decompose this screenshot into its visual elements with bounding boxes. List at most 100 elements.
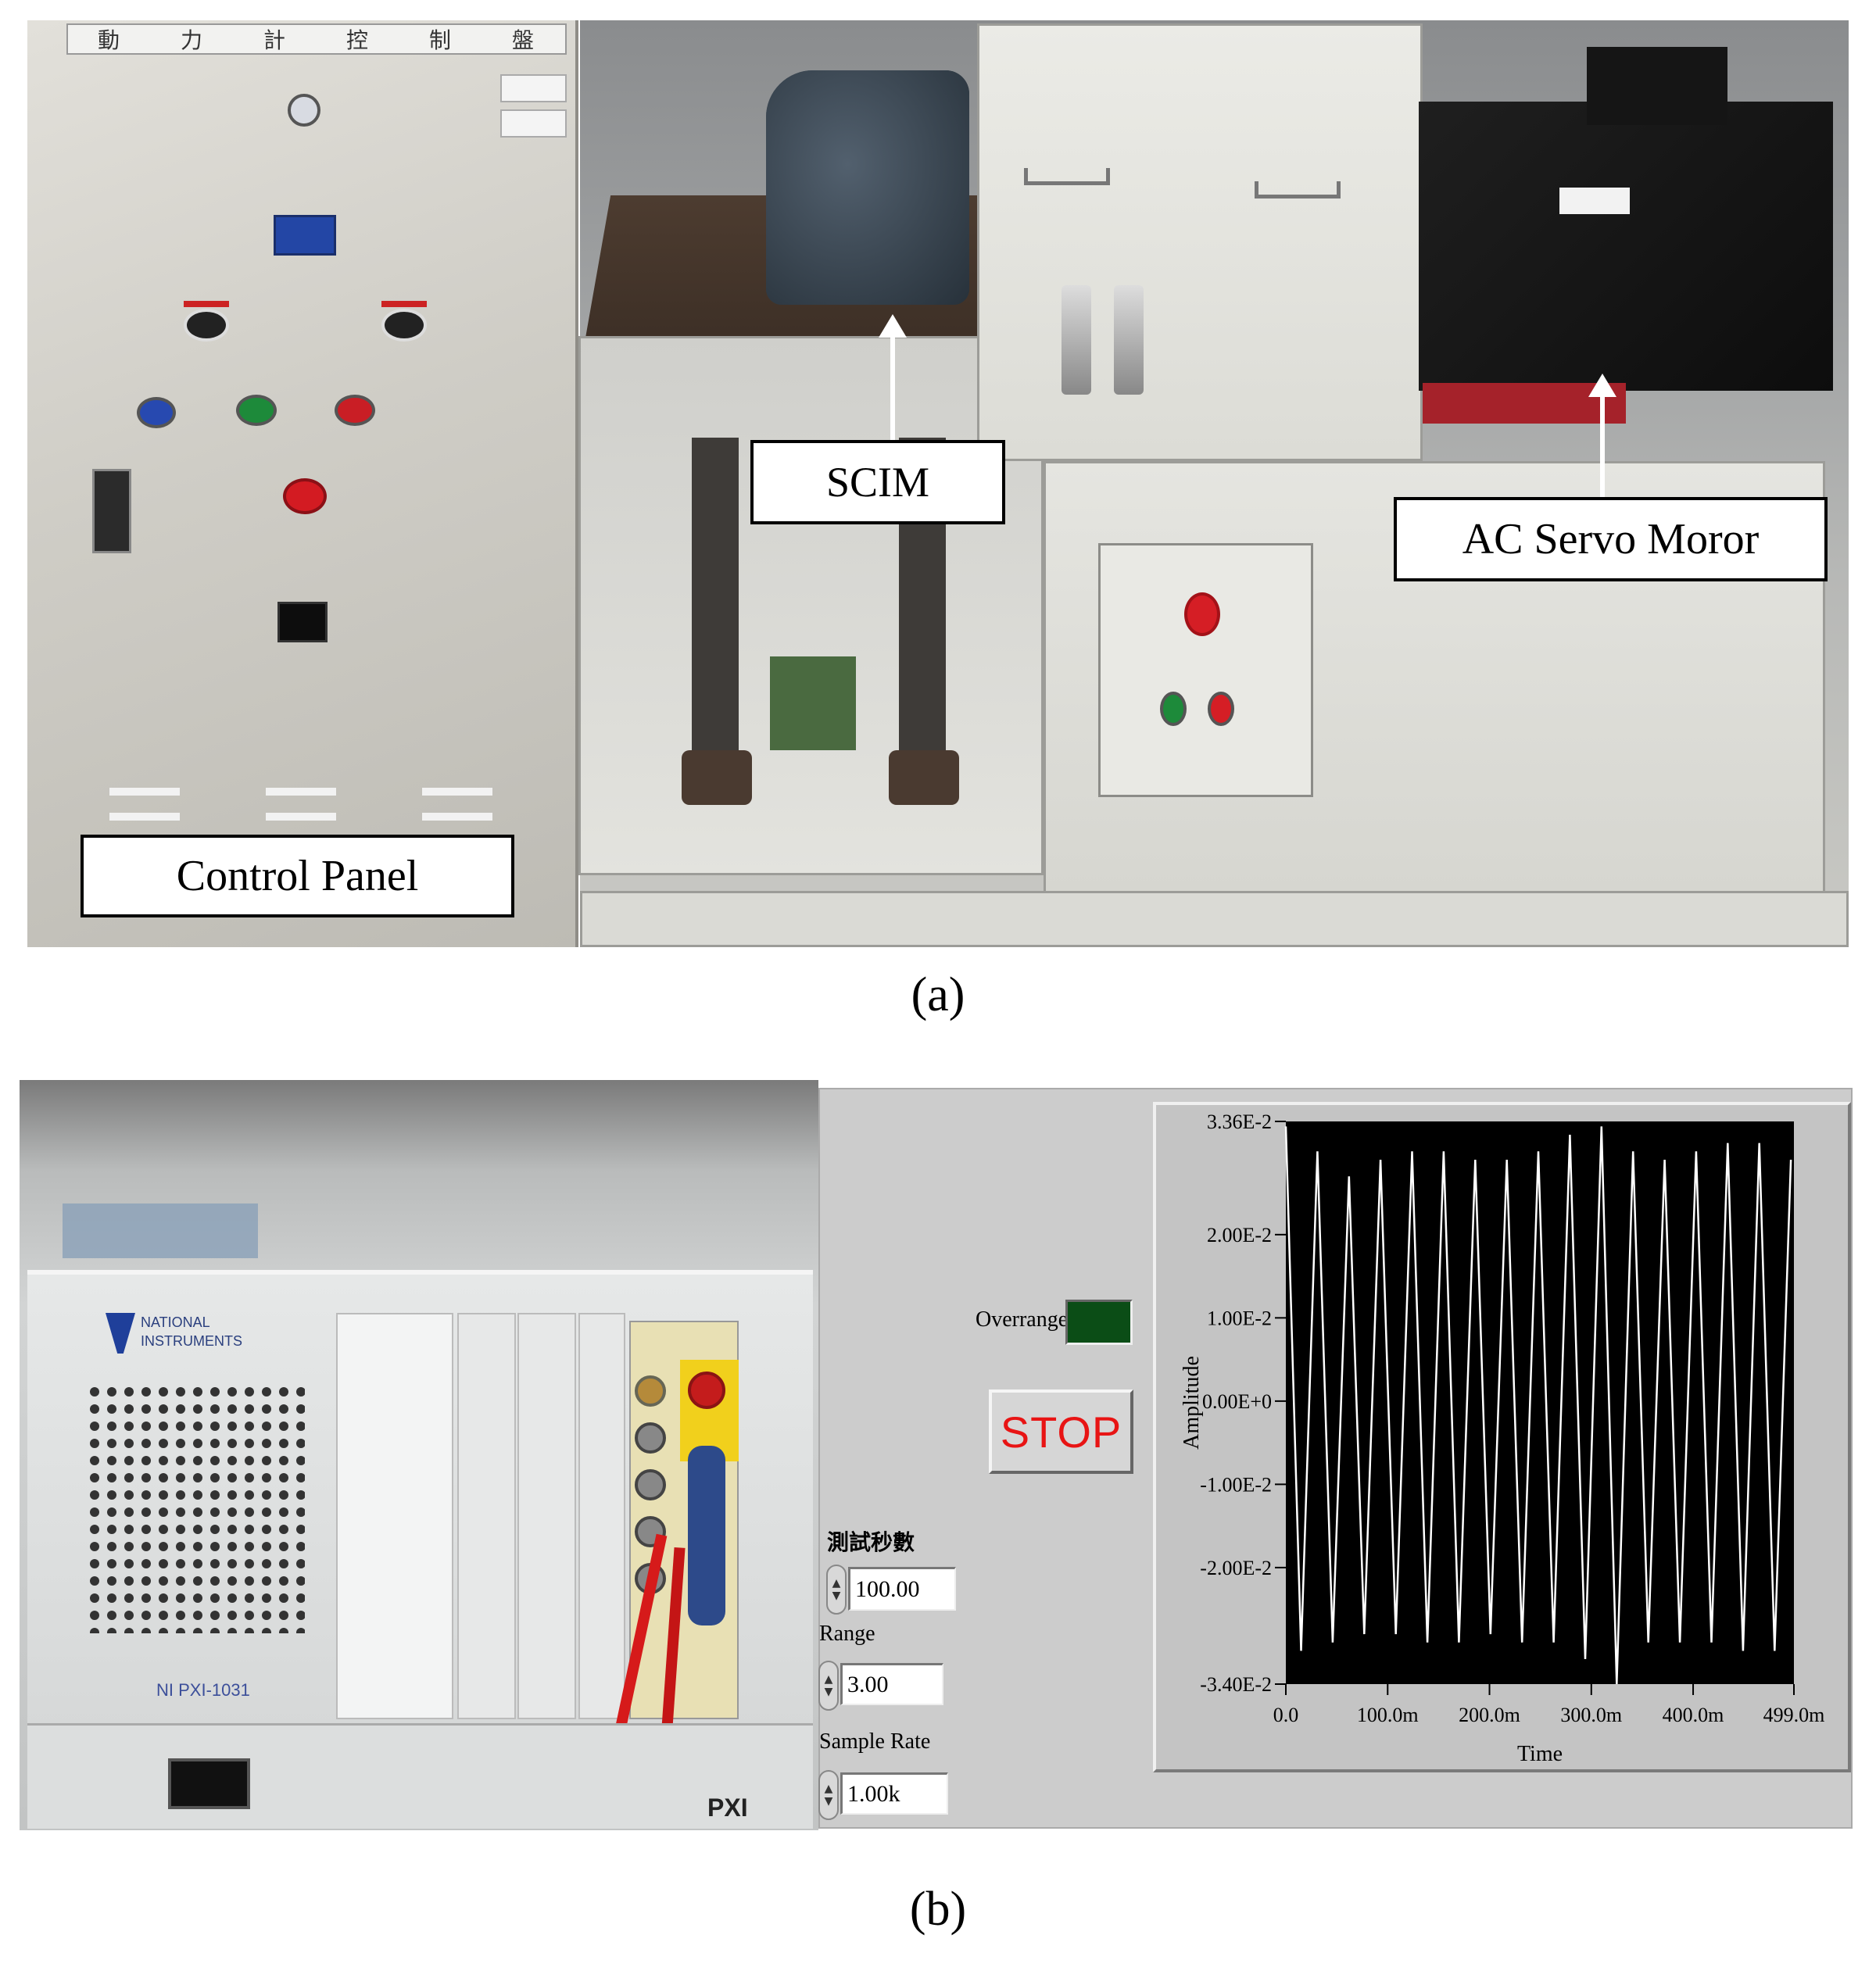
range-spinner[interactable]: ▲ ▼: [818, 1661, 839, 1711]
servo-arrow: [1600, 395, 1605, 501]
pxi-slot: [457, 1313, 516, 1719]
scim-arrow-head: [879, 314, 907, 338]
servo-arrow-head: [1588, 374, 1616, 397]
power-switch-icon: [168, 1758, 250, 1809]
stop-button[interactable]: STOP: [989, 1389, 1133, 1474]
y-tick-label: -1.00E-2: [1200, 1473, 1272, 1496]
range-label: Range: [819, 1622, 875, 1646]
cabinet-title-char: 計: [263, 27, 287, 53]
emergency-stop-icon: [283, 478, 327, 514]
cable-connector: [1114, 285, 1144, 395]
green-base-block: [770, 656, 856, 750]
sample-rate-input[interactable]: 1.00k: [840, 1772, 948, 1815]
servo-nameplate: [1559, 188, 1630, 214]
pxi-slot: [336, 1313, 453, 1719]
test-seconds-label: 測試秒數: [827, 1529, 915, 1555]
y-tick-label: 3.36E-2: [1207, 1110, 1272, 1133]
support-leg: [692, 438, 739, 774]
bnc-connector-icon: [688, 1372, 725, 1409]
cover-handle: [1024, 168, 1110, 185]
red-push-button-icon: [335, 395, 375, 426]
scim-label: SCIM: [750, 440, 1005, 524]
y-tick-label: 0.00E+0: [1202, 1390, 1272, 1413]
cabinet-title-char: 制: [428, 27, 453, 53]
servo-label: AC Servo Moror: [1394, 497, 1828, 581]
selector-knob-icon: [381, 309, 427, 342]
dynamometer-cover: [977, 23, 1423, 461]
control-panel-label: Control Panel: [81, 835, 514, 917]
red-indicator-strip: [381, 301, 427, 307]
bnc-connector-icon: [635, 1422, 666, 1454]
green-push-button-icon: [1160, 692, 1187, 726]
selector-knob-icon: [184, 309, 229, 342]
vent-grid: [86, 1383, 305, 1633]
spinner-up-icon[interactable]: ▲: [824, 1673, 833, 1686]
pxi-top-label: [63, 1203, 258, 1258]
support-leg-base: [682, 750, 752, 805]
x-tick-label: 499.0m: [1763, 1704, 1825, 1726]
blue-push-button-icon: [137, 397, 176, 428]
pxi-slot: [578, 1313, 625, 1719]
selector-switch-icon: [274, 215, 336, 256]
y-tick-label: 2.00E-2: [1207, 1224, 1272, 1246]
spinner-down-icon[interactable]: ▼: [824, 1795, 833, 1808]
y-tick-label: -2.00E-2: [1200, 1557, 1272, 1579]
indicator-lamp-icon: [288, 94, 320, 127]
sample-rate-spinner[interactable]: ▲ ▼: [818, 1770, 839, 1820]
vendor-text: NATIONAL INSTRUMENTS: [141, 1314, 242, 1349]
cabinet-title-plate: 動 力 計 控 制 盤: [66, 23, 567, 55]
cabinet-title-char: 力: [180, 27, 204, 53]
red-indicator-strip: [184, 301, 229, 307]
y-axis-label: Amplitude: [1180, 1356, 1204, 1450]
spinner-up-icon[interactable]: ▲: [824, 1783, 833, 1795]
servo-top-housing: [1587, 47, 1727, 125]
ac-servo-motor: [1419, 102, 1833, 391]
chassis-bottom-strip: [27, 1723, 813, 1829]
bnc-connector-icon: [635, 1469, 666, 1500]
figure-caption-a: (a): [911, 968, 965, 1021]
test-seconds-input[interactable]: 100.00: [848, 1567, 956, 1611]
cover-handle: [1255, 181, 1341, 198]
sample-rate-label: Sample Rate: [819, 1729, 931, 1754]
scim-arrow: [890, 334, 895, 440]
spinner-down-icon[interactable]: ▼: [832, 1590, 841, 1602]
cabinet-sticker: [500, 109, 567, 138]
range-input[interactable]: 3.00: [840, 1663, 943, 1705]
chassis-model-label: NI PXI-1031: [156, 1680, 250, 1700]
waveform-graph: 3.36E-22.00E-21.00E-20.00E+0-1.00E-2-2.0…: [1180, 1110, 1825, 1766]
bnc-connector-icon: [635, 1375, 666, 1407]
test-seconds-spinner[interactable]: ▲ ▼: [826, 1565, 847, 1615]
cable-connector: [1062, 285, 1091, 395]
vent-slot: [422, 813, 492, 821]
spinner-down-icon[interactable]: ▼: [824, 1686, 833, 1698]
red-push-button-icon: [1184, 592, 1220, 636]
waveform-series-line: [1284, 1126, 1792, 1685]
x-tick-label: 100.0m: [1357, 1704, 1419, 1726]
spinner-up-icon[interactable]: ▲: [832, 1577, 841, 1590]
overrange-label: Overrange: [976, 1307, 1069, 1332]
probe-cable: [688, 1446, 725, 1625]
key-switch-icon: [92, 469, 131, 553]
vent-slot: [109, 788, 180, 796]
x-tick-label: 200.0m: [1459, 1704, 1520, 1726]
vent-slot: [109, 813, 180, 821]
cabinet-title-char: 盤: [511, 27, 535, 53]
support-leg-base: [889, 750, 959, 805]
pxi-slot: [517, 1313, 576, 1719]
y-tick-label: -3.40E-2: [1200, 1673, 1272, 1696]
machine-plinth: [580, 891, 1849, 947]
x-tick-label: 400.0m: [1663, 1704, 1724, 1726]
cabinet-title-char: 控: [345, 27, 370, 53]
digital-meter-icon: [277, 602, 328, 642]
figure-caption-b: (b): [909, 1883, 967, 1936]
x-tick-label: 300.0m: [1560, 1704, 1622, 1726]
x-tick-label: 0.0: [1273, 1704, 1299, 1726]
red-push-button-icon: [1208, 692, 1234, 726]
vent-slot: [266, 788, 336, 796]
vent-slot: [266, 813, 336, 821]
vent-slot: [422, 788, 492, 796]
machine-base: [578, 336, 1044, 875]
x-axis-label: Time: [1517, 1742, 1563, 1766]
cabinet-sticker: [500, 74, 567, 102]
green-push-button-icon: [236, 395, 277, 426]
